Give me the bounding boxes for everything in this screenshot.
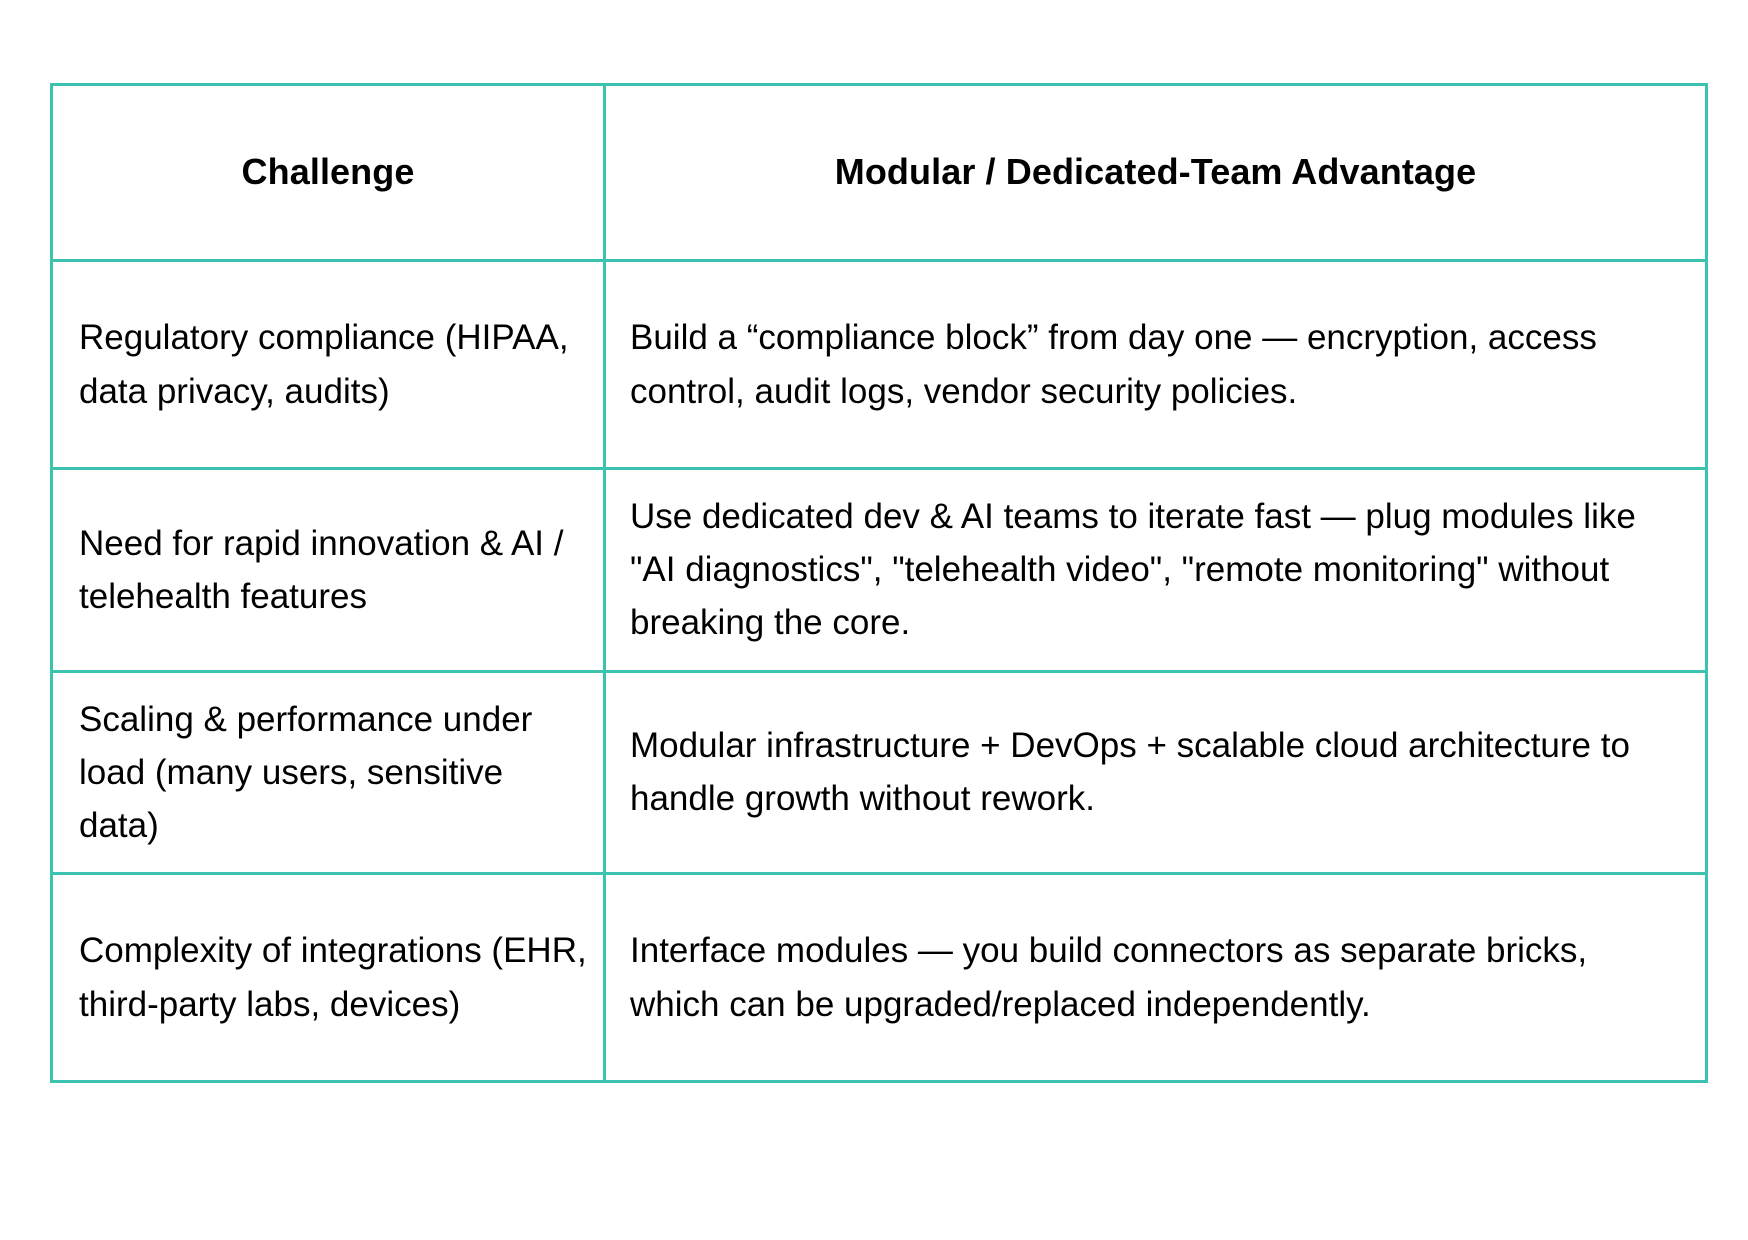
- table-row: Need for rapid innovation & AI / telehea…: [50, 467, 1708, 673]
- cell-advantage: Build a “compliance block” from day one …: [603, 259, 1708, 470]
- cell-advantage: Modular infrastructure + DevOps + scalab…: [603, 669, 1708, 876]
- table-row: Regulatory compliance (HIPAA, data priva…: [50, 259, 1708, 470]
- cell-challenge: Complexity of integrations (EHR, third-p…: [50, 872, 606, 1084]
- table-row: Complexity of integrations (EHR, third-p…: [50, 872, 1708, 1084]
- table-body: Regulatory compliance (HIPAA, data priva…: [50, 259, 1708, 1084]
- cell-advantage: Interface modules — you build connectors…: [603, 872, 1708, 1084]
- column-header-advantage: Modular / Dedicated-Team Advantage: [603, 83, 1708, 262]
- cell-challenge: Scaling & performance under load (many u…: [50, 669, 606, 876]
- comparison-table: Challenge Modular / Dedicated-Team Advan…: [50, 83, 1708, 1084]
- cell-advantage: Use dedicated dev & AI teams to iterate …: [603, 467, 1708, 673]
- comparison-table-container: Challenge Modular / Dedicated-Team Advan…: [50, 83, 1708, 1084]
- cell-challenge: Regulatory compliance (HIPAA, data priva…: [50, 259, 606, 470]
- column-header-challenge: Challenge: [50, 83, 606, 262]
- cell-challenge: Need for rapid innovation & AI / telehea…: [50, 467, 606, 673]
- table-header: Challenge Modular / Dedicated-Team Advan…: [50, 83, 1708, 262]
- table-row: Scaling & performance under load (many u…: [50, 669, 1708, 876]
- table-header-row: Challenge Modular / Dedicated-Team Advan…: [50, 83, 1708, 262]
